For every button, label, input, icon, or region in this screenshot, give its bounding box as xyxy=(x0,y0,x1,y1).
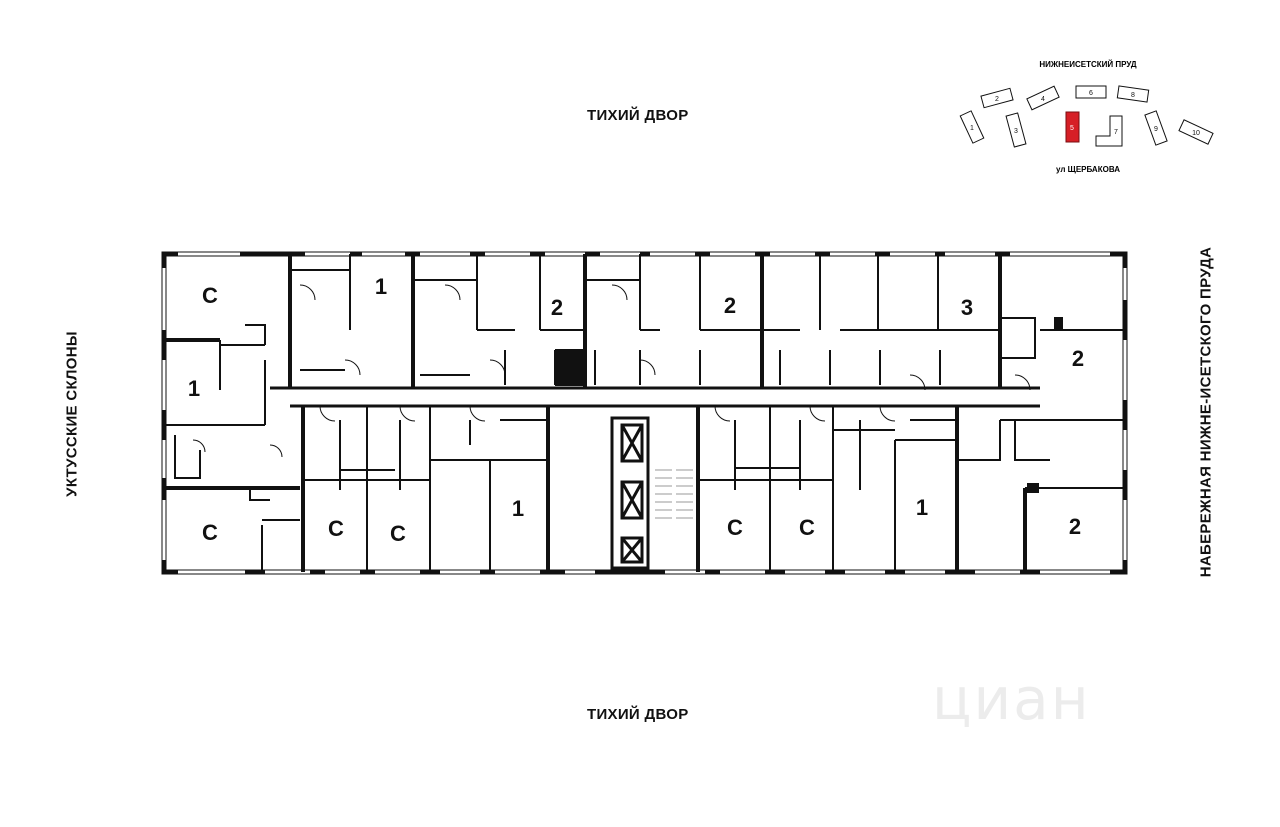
svg-text:5: 5 xyxy=(1070,125,1074,132)
svg-text:7: 7 xyxy=(1114,129,1118,136)
apartment-label: С xyxy=(202,283,218,308)
outer-wall xyxy=(161,251,1128,575)
label-bottom-courtyard: ТИХИЙ ДВОР xyxy=(587,706,689,723)
svg-text:9: 9 xyxy=(1154,126,1158,133)
apartment-label: 1 xyxy=(188,376,200,401)
site-building-4: 4 xyxy=(1026,85,1060,111)
svg-text:8: 8 xyxy=(1131,92,1135,99)
site-building-3: 3 xyxy=(1005,112,1027,148)
site-building-1: 1 xyxy=(959,110,985,144)
site-building-10: 10 xyxy=(1178,119,1214,145)
site-building-7: 7 xyxy=(1095,115,1123,147)
svg-text:3: 3 xyxy=(1014,128,1018,135)
apartment-label: С xyxy=(799,515,815,540)
svg-text:4: 4 xyxy=(1041,96,1045,103)
apartment-label: 1 xyxy=(916,495,928,520)
site-building-8: 8 xyxy=(1116,85,1150,103)
apartment-label: 1 xyxy=(512,496,524,521)
site-building-2: 2 xyxy=(980,87,1014,109)
apartment-label: 2 xyxy=(1069,514,1081,539)
site-plan-map: НИЖНЕИСЕТСКИЙ ПРУД 1 2 3 4 5 6 7 8 9 10 … xyxy=(959,60,1214,174)
watermark: циан xyxy=(932,665,1091,733)
apartment-label: 3 xyxy=(961,295,973,320)
site-plan-pond-label: НИЖНЕИСЕТСКИЙ ПРУД xyxy=(1039,60,1137,69)
apartment-label: С xyxy=(727,515,743,540)
svg-text:10: 10 xyxy=(1192,130,1200,137)
apartment-label: 2 xyxy=(551,295,563,320)
svg-text:6: 6 xyxy=(1089,90,1093,97)
apartment-label: С xyxy=(202,520,218,545)
site-building-9: 9 xyxy=(1144,110,1168,146)
apartment-label: С xyxy=(390,521,406,546)
site-building-5: 5 xyxy=(1065,111,1080,143)
apartment-label: 1 xyxy=(375,274,387,299)
apartment-label: 2 xyxy=(724,293,736,318)
site-building-6: 6 xyxy=(1075,85,1107,99)
apartment-label: С xyxy=(328,516,344,541)
site-plan-street-label: ул ЩЕРБАКОВА xyxy=(1056,165,1120,174)
windows xyxy=(162,252,1127,574)
svg-text:2: 2 xyxy=(995,96,999,103)
svg-text:1: 1 xyxy=(970,125,974,132)
apartment-label: 2 xyxy=(1072,346,1084,371)
label-top-courtyard: ТИХИЙ ДВОР xyxy=(587,107,689,124)
